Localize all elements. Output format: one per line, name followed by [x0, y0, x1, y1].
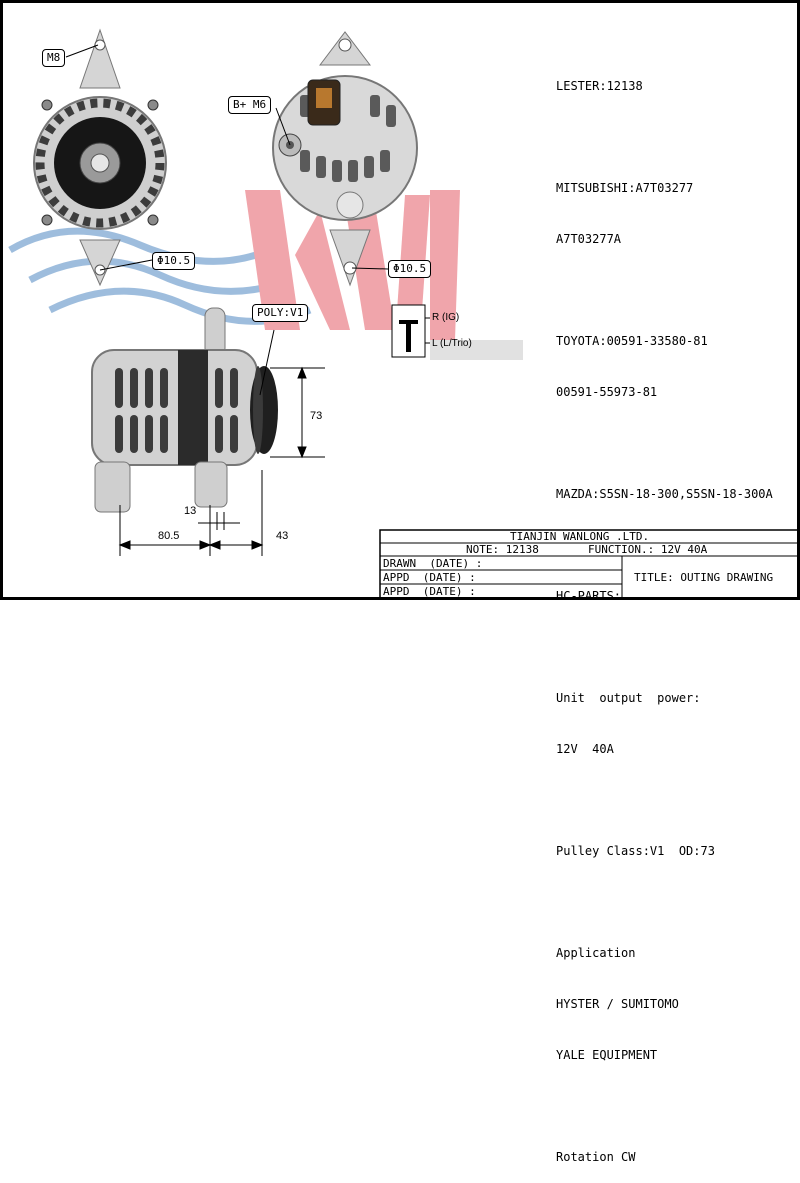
- spec-lester: LESTER:12138: [556, 79, 643, 93]
- spec-mazda: MAZDA:S5SN-18-300,S5SN-18-300A: [556, 487, 773, 501]
- spec-application-1: HYSTER / SUMITOMO: [556, 997, 679, 1011]
- title-block-drawn: DRAWN (DATE) :: [383, 557, 483, 570]
- title-block-function: FUNCTION.: 12V 40A: [588, 543, 708, 556]
- dimension-pulley-od: 73: [310, 410, 323, 422]
- spec-mitsubishi-1: MITSUBISHI:A7T03277: [556, 181, 694, 195]
- leader-lines: [65, 44, 389, 396]
- title-block-appd-2: APPD (DATE) :: [383, 585, 476, 598]
- connector-symbol: [391, 304, 430, 358]
- connector-l-label: L (L/Trio): [432, 338, 472, 349]
- pulley-type-callout: POLY:V1: [252, 304, 309, 322]
- spec-output-label: Unit output power:: [556, 691, 701, 705]
- spec-rotation: Rotation CW: [556, 1150, 636, 1164]
- alternator-rear-view: [272, 31, 418, 287]
- front-mount-hole-callout: Φ10.5: [152, 252, 196, 270]
- connector-r-label: R (IG): [432, 312, 460, 323]
- dimension-13: 13: [184, 505, 197, 517]
- m8-thread-callout: M8: [42, 49, 66, 67]
- alternator-front-view: [33, 28, 167, 287]
- alternator-side-view: [91, 307, 278, 513]
- dimension-80-5: 80.5: [158, 530, 180, 542]
- spec-application-label: Application: [556, 946, 636, 960]
- spec-toyota-1: TOYOTA:00591-33580-81: [556, 334, 708, 348]
- title-block-note: NOTE: 12138: [466, 543, 539, 556]
- spec-pulley: Pulley Class:V1 OD:73: [556, 844, 715, 858]
- spec-output-value: 12V 40A: [556, 742, 614, 756]
- alternator-drawing: [8, 28, 799, 599]
- spec-mitsubishi-2: A7T03277A: [556, 232, 622, 246]
- title-block-appd-1: APPD (DATE) :: [383, 571, 476, 584]
- rear-mount-hole-callout: Φ10.5: [388, 260, 432, 278]
- spec-hc-parts: HC-PARTS:: [556, 589, 622, 603]
- dimension-43: 43: [276, 530, 289, 542]
- spec-toyota-2: 00591-55973-81: [556, 385, 658, 399]
- b-plus-terminal-callout: B+ M6: [228, 96, 272, 114]
- watermark-logo: [8, 190, 523, 360]
- dimension-lines: [118, 366, 325, 556]
- title-block-title: TITLE: OUTING DRAWING: [634, 571, 774, 584]
- title-block: [379, 529, 799, 599]
- specification-list: LESTER:12138 MITSUBISHI:A7T03277 A7T0327…: [556, 44, 796, 1183]
- spec-application-2: YALE EQUIPMENT: [556, 1048, 658, 1062]
- title-block-company: TIANJIN WANLONG .LTD.: [510, 530, 650, 543]
